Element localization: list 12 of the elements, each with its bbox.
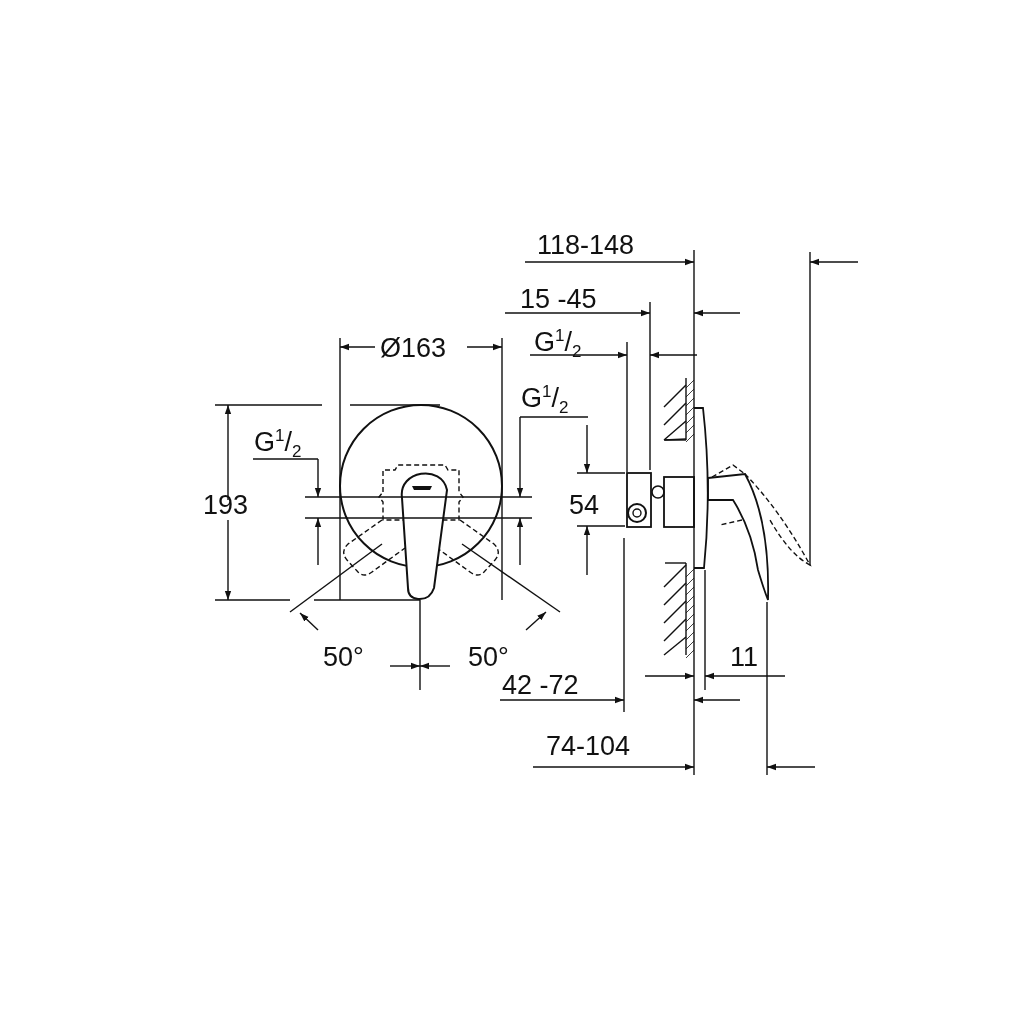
angle-value: 50°	[468, 642, 509, 672]
thread-size-label: G$^{1}$/$_{2}$	[521, 381, 569, 420]
dimension-value: 118-148	[537, 230, 635, 260]
dimension-value: 54	[569, 490, 600, 520]
dimension-value: 193	[203, 490, 249, 520]
dimension-value: 42 -72	[502, 670, 579, 700]
thread-size-label: G$^{1}$/$_{2}$	[254, 425, 302, 464]
dimension-value: 11	[730, 642, 759, 672]
angle-value: 50°	[323, 642, 364, 672]
dimension-value: 74-104	[546, 731, 631, 761]
dimension-value: 15 -45	[520, 284, 597, 314]
diameter-value: Ø163	[380, 333, 447, 363]
